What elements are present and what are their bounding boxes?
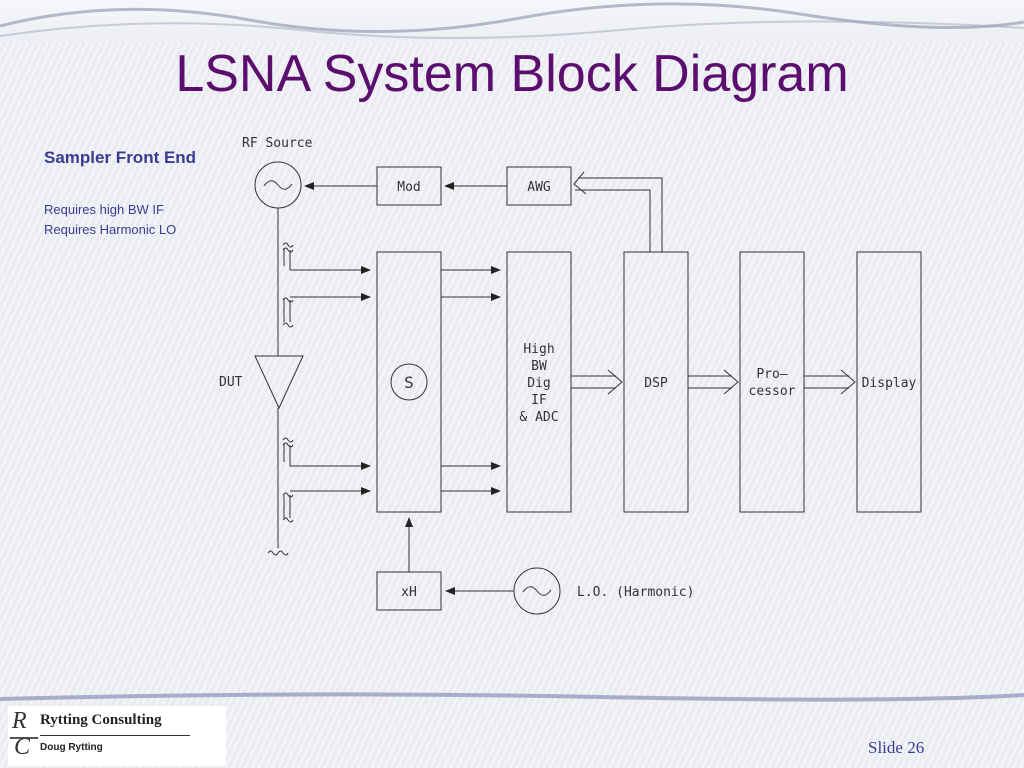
dsp-to-awg-arrowhead [573,171,587,195]
top-decoration-band [0,0,1024,42]
processor-to-display-bus-arrow [804,369,856,395]
logo-divider [10,737,38,739]
bottom-swoosh-line [0,692,1024,702]
display-label: Display [862,376,917,391]
dsp-block [623,251,689,513]
dsp-label: DSP [644,376,668,391]
mod-label: Mod [397,180,420,195]
section-heading: Sampler Front End [44,148,197,167]
if-label-line-3: Dig [527,376,550,391]
if-label-line-2: BW [531,359,547,374]
note-requires-high-bw-if: Requires high BW IF [44,202,164,217]
author-name: Doug Rytting [40,742,103,753]
if-label-line-5: & ADC [519,410,558,425]
high-bw-if-adc-block [506,251,572,513]
logo-underline [40,735,190,736]
dsp-to-awg-line-a [575,189,651,252]
logo-c-letter: C [14,734,31,760]
company-name: Rytting Consulting [40,712,162,728]
dsp-to-awg-line-b [578,177,663,252]
coupler-4-icon [282,492,294,523]
rf-source-label: RF Source [242,136,313,151]
slide-number: Slide 26 [868,738,925,757]
processor-block [739,251,805,513]
sampler-label: S [404,373,414,392]
rf-source-sine-icon [263,180,293,190]
processor-label-line-1: Pro— [756,367,787,382]
termination-load-icon [267,550,289,556]
lo-label: L.O. (Harmonic) [577,585,694,600]
processor-label-line-2: cessor [749,384,796,399]
awg-label: AWG [527,180,551,195]
dsp-to-processor-bus-arrow [688,369,739,395]
coupler-1-icon [282,242,294,270]
coupler-2-icon [282,297,294,328]
if-label-line-4: IF [531,393,547,408]
company-logo: R C Rytting Consulting Doug Rytting [8,706,226,766]
slide-title: LSNA System Block Diagram [175,45,849,103]
lo-sine-icon [522,586,552,596]
if-label-line-1: High [523,342,554,357]
note-requires-harmonic-lo: Requires Harmonic LO [44,222,177,237]
xh-label: xH [401,585,417,600]
sampler-symbol-circle [390,363,428,401]
if-to-dsp-bus-arrow [571,369,623,395]
display-block [856,251,922,513]
dut-label: DUT [219,375,243,390]
sampler-block [376,251,442,513]
bottom-decoration-band [0,690,1024,702]
coupler-3-icon [282,437,294,466]
logo-r-letter: R [12,708,27,734]
top-swoosh-lines [0,2,1024,39]
dut-amplifier-icon [254,355,304,410]
